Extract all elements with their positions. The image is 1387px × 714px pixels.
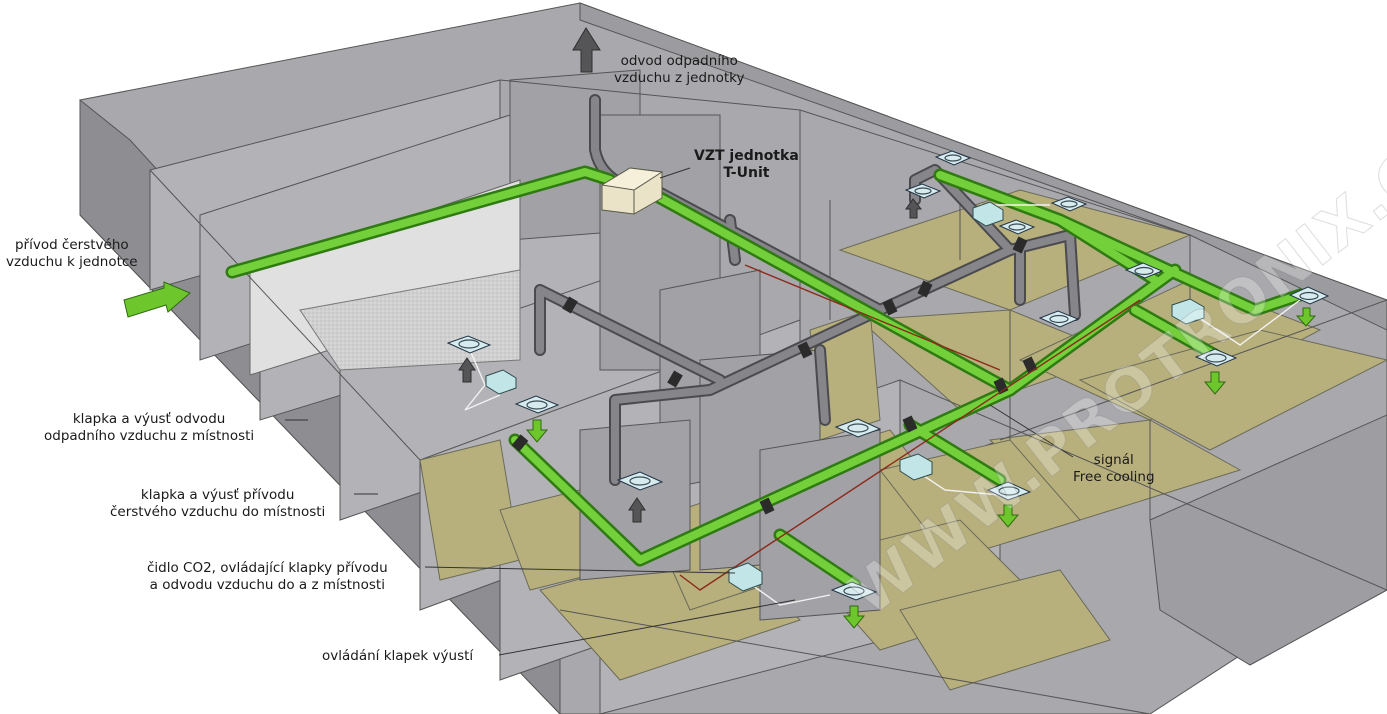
vzt-unit	[600, 167, 664, 215]
building-back-face	[579, 2, 1387, 331]
label-exhaust-out: odvod odpadního vzduchu z jednotky	[614, 53, 745, 86]
leader-lines	[285, 167, 1074, 656]
co2-sensors	[485, 201, 1205, 592]
diffusers	[446, 150, 1330, 601]
supply-ducts	[225, 165, 1307, 592]
label-damper-control: ovládání klapek výustí	[322, 648, 474, 664]
duct-joints	[511, 236, 1038, 515]
exhaust-ducts	[534, 94, 1081, 486]
label-co2-sensor: čidlo CO2, ovládající klapky přívodu a o…	[147, 560, 388, 593]
label-room-exhaust: klapka a výusť odvodu odpadního vzduchu …	[44, 411, 255, 444]
grid-lines	[149, 79, 1387, 714]
supply-flow-arrows	[123, 281, 1317, 629]
label-unit: VZT jednotka T-Unit	[694, 148, 799, 181]
building-right-step	[1149, 414, 1387, 666]
label-fresh-air-intake: přívod čerstvého vzduchu k jednotce	[6, 237, 138, 270]
exhaust-flow-arrows	[458, 27, 923, 523]
label-room-supply: klapka a výusť přívodu čerstvého vzduchu…	[110, 487, 326, 520]
label-free-cooling: signál Free cooling	[1073, 452, 1155, 485]
control-wiring	[464, 204, 1301, 606]
